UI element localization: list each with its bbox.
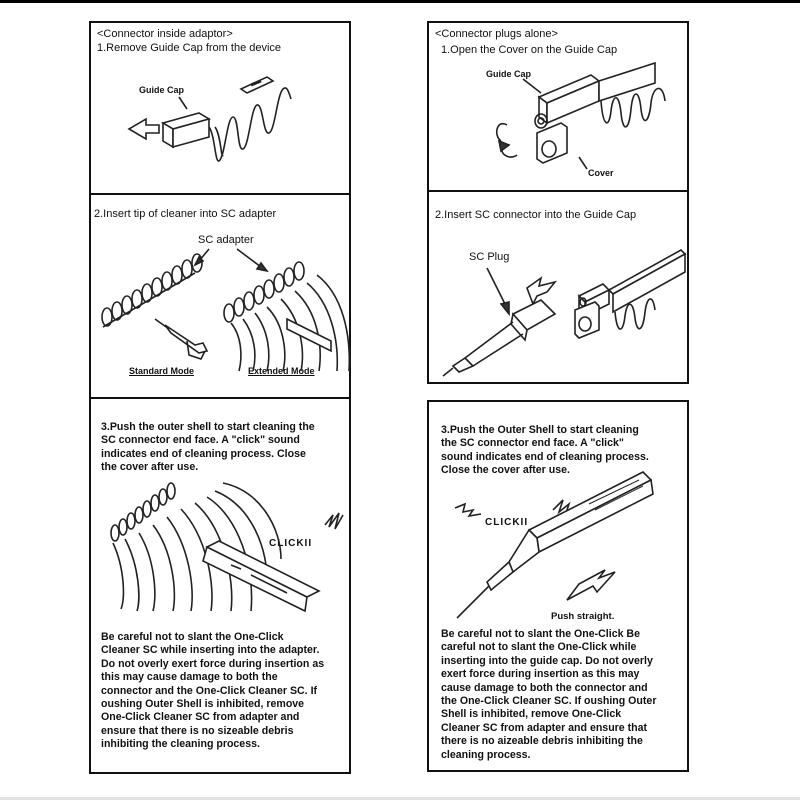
left-step-1-text: 1.Remove Guide Cap from the device (97, 42, 282, 54)
click-sound-label-right: CLICKII (485, 517, 529, 528)
right-panel-open-cover: <Connector plugs alone> 1.Open the Cover… (427, 21, 689, 192)
guide-cap-label-right: Guide Cap (486, 69, 532, 79)
open-cover-illustration (495, 61, 666, 170)
sc-adapter-label: SC adapter (198, 234, 254, 246)
push-straight-label: Push straight. (551, 611, 615, 622)
right-step-2-text: 2.Insert SC connector into the Guide Cap (435, 209, 637, 221)
standard-mode-label: Standard Mode (129, 366, 195, 376)
right-section-heading: <Connector plugs alone> (435, 28, 558, 40)
left-step-2-text: 2.Insert tip of cleaner into SC adapter (94, 208, 277, 220)
right-panel-insert-connector: 2.Insert SC connector into the Guide Cap… (427, 190, 689, 384)
push-shell-illustration-right (454, 471, 654, 619)
right-step-1-text: 1.Open the Cover on the Guide Cap (441, 44, 618, 56)
sc-plug-label: SC Plug (469, 251, 510, 263)
insert-connector-illustration (442, 249, 687, 377)
remove-guide-cap-illustration (127, 76, 292, 162)
left-panel-remove-guide-cap: <Connector inside adaptor> 1.Remove Guid… (89, 21, 351, 195)
top-border (0, 0, 800, 3)
push-shell-illustration (110, 482, 344, 613)
click-sound-label: CLICKII (269, 538, 313, 549)
bottom-border (0, 797, 800, 800)
left-warning-text: Be careful not to slant the One-Click Cl… (101, 631, 325, 751)
extended-mode-label: Extended Mode (248, 366, 315, 376)
right-step-3-text: 3.Push the Outer Shell to start cleaning… (441, 424, 649, 477)
right-warning-text: Be careful not to slant the One-Click Be… (441, 628, 657, 761)
left-panel-push-shell: 3.Push the outer shell to start cleaning… (89, 397, 351, 774)
left-step-3-text: 3.Push the outer shell to start cleaning… (101, 421, 315, 474)
sc-adapter-illustration (101, 248, 351, 372)
guide-cap-label: Guide Cap (139, 85, 185, 95)
left-panel-insert-tip: 2.Insert tip of cleaner into SC adapter … (89, 193, 351, 399)
left-section-heading: <Connector inside adaptor> (97, 28, 233, 40)
cover-label: Cover (588, 168, 614, 178)
right-panel-push-shell: 3.Push the Outer Shell to start cleaning… (427, 400, 689, 772)
